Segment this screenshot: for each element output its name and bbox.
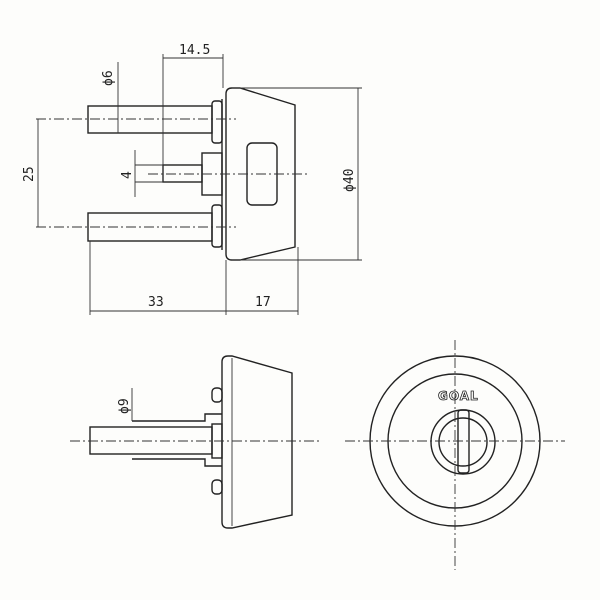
upper-pin bbox=[87, 105, 213, 134]
lock-body bbox=[225, 87, 296, 261]
upper-bump bbox=[211, 387, 223, 403]
lower-bump bbox=[211, 479, 223, 495]
brand-logo: GOAL bbox=[438, 389, 479, 403]
side-view-bottom: ϕ9 bbox=[70, 355, 320, 529]
dim-shaft-length: 14.5 bbox=[179, 43, 210, 58]
key-cylinder-outer bbox=[430, 409, 496, 475]
dim-pin-length: 33 bbox=[148, 295, 164, 310]
dim-tailpiece-width: 4 bbox=[120, 171, 135, 179]
front-view: GOAL bbox=[345, 340, 565, 570]
side-view-top: 14.5 ϕ6 25 4 ϕ40 33 17 bbox=[22, 43, 362, 315]
keyway bbox=[457, 409, 470, 474]
spindle bbox=[89, 426, 213, 455]
key-cylinder-inner bbox=[438, 417, 488, 467]
lower-pin-head bbox=[211, 204, 223, 248]
tailpiece bbox=[162, 164, 203, 183]
dim-pin-spacing: 25 bbox=[22, 166, 37, 182]
dim-sleeve-diameter: ϕ9 bbox=[117, 398, 132, 414]
sleeve bbox=[132, 413, 222, 467]
upper-pin-head bbox=[211, 100, 223, 144]
dim-body-depth: 17 bbox=[255, 295, 271, 310]
dim-body-diameter: ϕ40 bbox=[342, 169, 357, 192]
lock-body-side bbox=[221, 355, 293, 529]
dim-pin-diameter: ϕ6 bbox=[101, 70, 116, 86]
